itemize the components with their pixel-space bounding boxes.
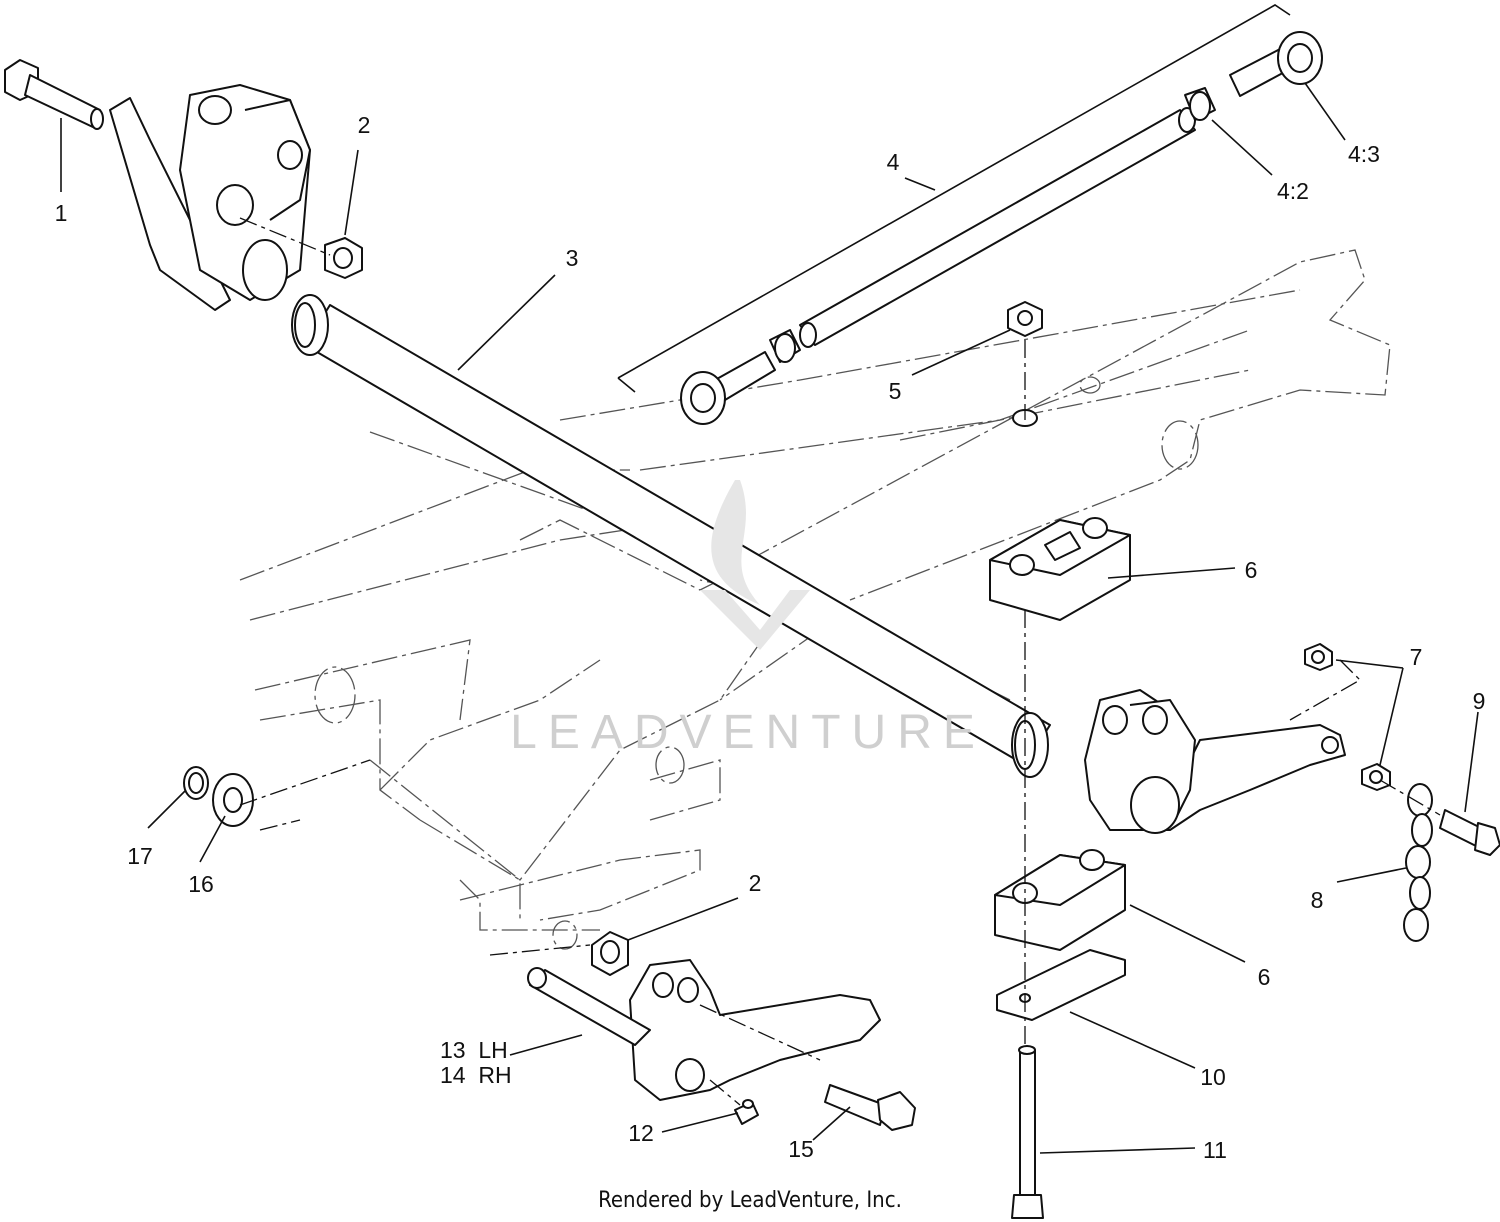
left-lower-pivot-arm bbox=[629, 959, 881, 1101]
callout-11: 11 bbox=[1203, 1137, 1227, 1163]
callout-6-upper: 6 bbox=[1245, 557, 1258, 583]
callout-1: 1 bbox=[55, 200, 68, 226]
callout-4: 4 bbox=[887, 149, 900, 175]
callout-4-2: 4:2 bbox=[1277, 178, 1309, 204]
callout-12: 12 bbox=[628, 1120, 654, 1146]
callout-5: 5 bbox=[889, 378, 902, 404]
phantom-frame-outline bbox=[239, 249, 1391, 950]
watermark-text: LEADVENTURE bbox=[510, 706, 986, 759]
callout-2-upper: 2 bbox=[358, 112, 371, 138]
pivot-block-upper bbox=[989, 517, 1131, 621]
callout-3: 3 bbox=[566, 245, 579, 271]
left-pivot-arm bbox=[109, 84, 311, 311]
retaining-ring-17 bbox=[183, 766, 209, 800]
footer-credit: Rendered by LeadVenture, Inc. bbox=[598, 1188, 902, 1213]
nut-2-upper bbox=[324, 237, 363, 279]
nut-2-lower bbox=[591, 931, 629, 976]
callout-8: 8 bbox=[1311, 887, 1324, 913]
callout-10: 10 bbox=[1200, 1064, 1226, 1090]
callout-6-lower: 6 bbox=[1258, 964, 1271, 990]
callout-2-lower: 2 bbox=[749, 870, 762, 896]
nuts-7 bbox=[1304, 643, 1391, 791]
leader-lines bbox=[60, 4, 1479, 1154]
tie-rod-assembly bbox=[680, 31, 1323, 425]
watermark: LEADVENTURE bbox=[510, 480, 986, 759]
bolt-1 bbox=[4, 59, 104, 130]
grease-fitting-12 bbox=[734, 1099, 759, 1125]
pivot-block-lower bbox=[994, 849, 1126, 951]
cross-shaft bbox=[291, 294, 1051, 778]
chain-8 bbox=[1403, 783, 1433, 942]
bolt-9 bbox=[1439, 809, 1500, 856]
pin-13-14 bbox=[527, 967, 651, 1046]
callout-7: 7 bbox=[1410, 644, 1423, 670]
bolt-11 bbox=[1011, 1045, 1044, 1219]
callout-16: 16 bbox=[188, 871, 214, 897]
plate-10 bbox=[996, 949, 1126, 1021]
callout-9: 9 bbox=[1473, 688, 1486, 714]
callout-4-3: 4:3 bbox=[1348, 141, 1380, 167]
callout-13-lh: 13 LH bbox=[440, 1037, 508, 1063]
right-pivot-arm bbox=[1084, 689, 1346, 834]
callout-14-rh: 14 RH bbox=[440, 1062, 512, 1088]
callout-15: 15 bbox=[788, 1136, 814, 1162]
callout-17: 17 bbox=[127, 843, 153, 869]
flange-nut-5 bbox=[1007, 301, 1043, 427]
washer-16 bbox=[212, 773, 254, 827]
bolt-15 bbox=[824, 1084, 916, 1131]
callout-labels: 1 2 2 3 4 4:2 4:3 5 6 6 7 8 9 10 11 12 1… bbox=[55, 112, 1486, 1163]
alignment-lines bbox=[239, 217, 1441, 1106]
